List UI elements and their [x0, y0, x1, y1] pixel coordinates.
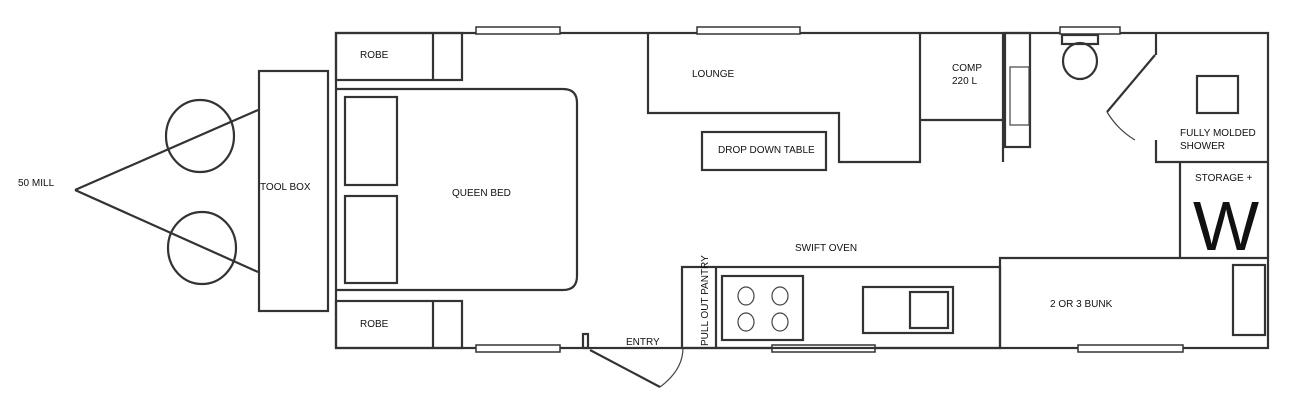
- drop-down-table: [700, 130, 828, 172]
- toilet: [1061, 41, 1099, 81]
- lounge-label: LOUNGE: [692, 69, 735, 80]
- door-swing: [1106, 111, 1136, 141]
- window: [475, 344, 561, 353]
- burners: [737, 286, 789, 332]
- entry-door-swing: [659, 347, 684, 388]
- bunk-ladder: [1231, 263, 1267, 337]
- robe-top-label: ROBE: [360, 50, 389, 61]
- window: [696, 26, 801, 35]
- comp-label-2: 220 L: [952, 76, 977, 87]
- door-jamb: [581, 332, 590, 350]
- bunk-label: 2 OR 3 BUNK: [1050, 299, 1113, 310]
- shower-label-2: SHOWER: [1180, 141, 1225, 152]
- window: [1077, 344, 1184, 353]
- tool-box: [257, 69, 330, 313]
- window: [475, 26, 561, 35]
- queen-bed: [336, 87, 579, 292]
- drop-down-table-label: DROP DOWN TABLE: [718, 145, 815, 156]
- fridge: [1009, 66, 1030, 126]
- sink-drainer: [908, 290, 950, 330]
- hitch-drawbar: [74, 108, 259, 274]
- robe-bottom-label: ROBE: [360, 319, 389, 330]
- robe-bottom: [334, 299, 464, 350]
- oven-label: SWIFT OVEN: [795, 243, 857, 254]
- entry-door: [589, 349, 661, 388]
- queen-bed-label: QUEEN BED: [452, 188, 511, 199]
- bunk: [998, 256, 1268, 348]
- wheel-bottom: [166, 210, 238, 286]
- shower-label-1: FULLY MOLDED: [1180, 128, 1256, 139]
- pillow: [343, 95, 399, 187]
- washer-label: W: [1193, 187, 1259, 265]
- lounge: [646, 33, 922, 164]
- fridge-cabinet: [1003, 31, 1032, 149]
- cooktop: [720, 274, 805, 342]
- pillow: [343, 194, 399, 285]
- comp-label-1: COMP: [952, 63, 982, 74]
- sink: [861, 285, 955, 335]
- pantry-label: PULL OUT PANTRY: [700, 255, 711, 346]
- bathroom-door: [1106, 54, 1156, 113]
- kitchen-counter: [680, 265, 1002, 350]
- window: [1059, 26, 1121, 35]
- hitch-label: 50 MILL: [18, 178, 55, 189]
- entry-label: ENTRY: [626, 337, 660, 348]
- wheel-top: [164, 98, 236, 174]
- tool-box-label: TOOL BOX: [260, 182, 311, 193]
- robe-top: [334, 31, 464, 82]
- storage-label: STORAGE +: [1195, 173, 1252, 184]
- shower-drain: [1195, 74, 1240, 115]
